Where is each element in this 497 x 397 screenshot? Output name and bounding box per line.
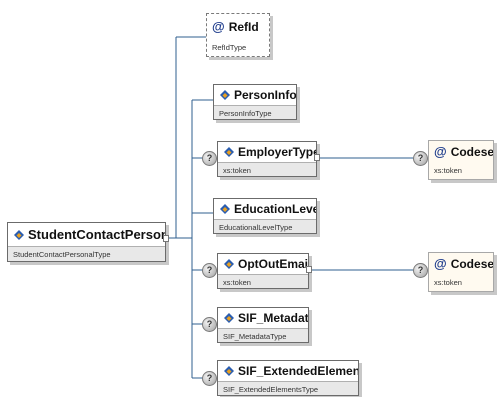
attribute-node-codeset-optout[interactable]: @ Codeset xs:token [428, 252, 494, 292]
attribute-node-refid[interactable]: @ RefId RefIdType [206, 13, 270, 57]
child-header-employertype: EmployerType [218, 142, 316, 162]
employertype-collapse-toggle[interactable] [314, 154, 320, 161]
optional-question-icon: ? [202, 371, 217, 386]
root-element-type: StudentContactPersonalType [8, 246, 165, 261]
optional-question-icon: ? [413, 151, 428, 166]
child-name-optoutemail: OptOutEmail [238, 256, 309, 271]
element-diamond-icon [224, 259, 234, 269]
child-name-sifmetadata: SIF_Metadata [238, 310, 309, 325]
child-element-optoutemail[interactable]: OptOutEmail xs:token [217, 253, 309, 289]
child-element-personinfo[interactable]: PersonInfo PersonInfoType [213, 84, 297, 120]
child-element-sifmetadata[interactable]: SIF_Metadata SIF_MetadataType [217, 307, 309, 343]
child-type-optoutemail: xs:token [218, 274, 308, 288]
child-name-sifextendedelements: SIF_ExtendedElements [238, 363, 359, 378]
child-header-sifmetadata: SIF_Metadata [218, 308, 308, 328]
child-type-sifextendedelements: SIF_ExtendedElementsType [218, 381, 358, 395]
attribute-type-codeset-optout: xs:token [434, 278, 462, 287]
child-header-optoutemail: OptOutEmail [218, 254, 308, 274]
optional-question-icon: ? [202, 151, 217, 166]
optional-question-icon: ? [202, 263, 217, 278]
child-type-educationlevel: EducationalLevelType [214, 219, 316, 233]
child-type-employertype: xs:token [218, 162, 316, 176]
root-collapse-toggle[interactable] [163, 235, 169, 242]
attribute-header-refid: @ RefId [207, 14, 269, 40]
optional-question-icon: ? [202, 317, 217, 332]
element-diamond-icon [224, 313, 234, 323]
optoutemail-collapse-toggle[interactable] [306, 266, 312, 273]
child-header-educationlevel: EducationLevel [214, 199, 316, 219]
attribute-type-refid: RefIdType [207, 40, 269, 55]
attribute-name-codeset-optout: Codeset [450, 256, 494, 271]
child-element-educationlevel[interactable]: EducationLevel EducationalLevelType [213, 198, 317, 234]
element-diamond-icon [220, 204, 230, 214]
child-element-sifextendedelements[interactable]: SIF_ExtendedElements SIF_ExtendedElement… [217, 360, 359, 396]
attribute-type-codeset-employer: xs:token [434, 166, 462, 175]
attribute-node-codeset-employer[interactable]: @ Codeset xs:token [428, 140, 494, 180]
root-element-header: StudentContactPersonal [8, 223, 165, 246]
child-name-personinfo: PersonInfo [234, 87, 297, 102]
child-element-employertype[interactable]: EmployerType xs:token [217, 141, 317, 177]
attribute-at-icon: @ [212, 19, 225, 34]
child-name-educationlevel: EducationLevel [234, 201, 317, 216]
attribute-at-icon: @ [434, 144, 447, 159]
child-header-personinfo: PersonInfo [214, 85, 296, 105]
element-diamond-icon [224, 147, 234, 157]
root-element-name: StudentContactPersonal [28, 227, 166, 242]
element-diamond-icon [220, 90, 230, 100]
attribute-header-codeset-employer: @ Codeset [429, 141, 493, 163]
child-header-sifextendedelements: SIF_ExtendedElements [218, 361, 358, 381]
child-name-employertype: EmployerType [238, 144, 317, 159]
child-type-sifmetadata: SIF_MetadataType [218, 328, 308, 342]
attribute-name-refid: RefId [228, 19, 259, 34]
optional-question-icon: ? [413, 263, 428, 278]
root-element-node[interactable]: StudentContactPersonal StudentContactPer… [7, 222, 166, 262]
element-diamond-icon [224, 366, 234, 376]
attribute-header-codeset-optout: @ Codeset [429, 253, 493, 275]
element-diamond-icon [14, 229, 24, 240]
attribute-name-codeset-employer: Codeset [450, 144, 494, 159]
child-type-personinfo: PersonInfoType [214, 105, 296, 119]
attribute-at-icon: @ [434, 256, 447, 271]
